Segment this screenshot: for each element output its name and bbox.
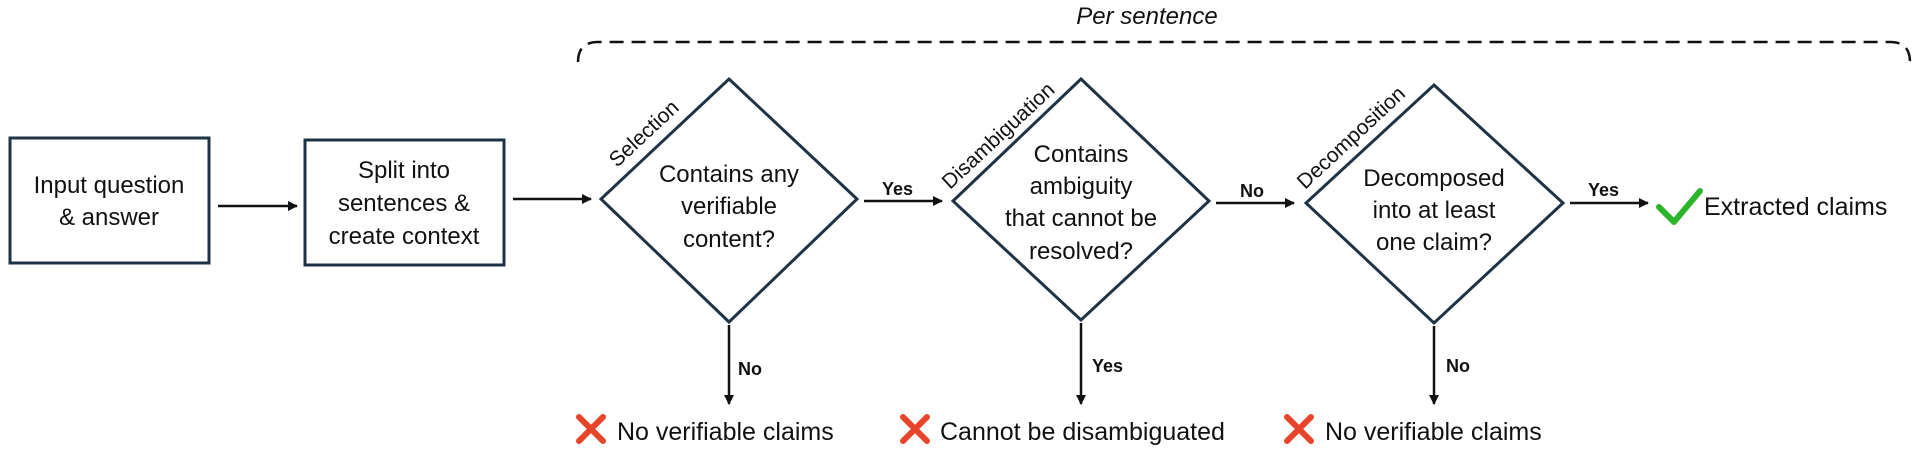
input-box-line-2: & answer xyxy=(59,204,159,231)
disambiguation-decision: Contains ambiguity that cannot be resolv… xyxy=(950,76,1212,323)
disambiguation-yes-label: Yes xyxy=(1092,356,1123,376)
selection-no-label: No xyxy=(738,359,762,379)
input-box: Input question & answer xyxy=(8,136,211,265)
disambiguation-question-line-1: Contains xyxy=(1034,141,1129,168)
selection-yes-label: Yes xyxy=(882,179,913,199)
disambiguation-fail-label: Cannot be disambiguated xyxy=(940,418,1225,446)
decomposition-yes-label: Yes xyxy=(1588,180,1619,200)
selection-decision: Contains any verifiable content? xyxy=(598,76,860,325)
decomposition-question-line-2: into at least xyxy=(1373,197,1496,224)
cross-icon xyxy=(1284,414,1314,444)
per-sentence-bracket xyxy=(576,40,1912,63)
decomposition-fail-label: No verifiable claims xyxy=(1325,418,1542,446)
selection-question-line-2: verifiable xyxy=(681,193,777,220)
split-box-line-3: create context xyxy=(329,223,480,250)
disambiguation-question-line-3: that cannot be xyxy=(1005,205,1157,232)
split-box-line-2: sentences & xyxy=(338,190,470,217)
decomposition-question-line-3: one claim? xyxy=(1376,229,1492,256)
split-box-line-1: Split into xyxy=(358,157,450,184)
decomposition-question-line-1: Decomposed xyxy=(1363,165,1504,192)
selection-question-line-1: Contains any xyxy=(659,161,799,188)
check-icon xyxy=(1656,188,1703,225)
cross-icon xyxy=(900,414,930,444)
cross-icon xyxy=(576,414,606,444)
selection-question-line-3: content? xyxy=(683,226,775,253)
decomposition-decision: Decomposed into at least one claim? xyxy=(1303,82,1566,326)
per-sentence-label: Per sentence xyxy=(1076,3,1217,30)
split-box: Split into sentences & create context xyxy=(303,138,506,267)
input-box-line-1: Input question xyxy=(34,172,185,199)
disambiguation-no-label: No xyxy=(1240,181,1264,201)
disambiguation-question-line-4: resolved? xyxy=(1029,238,1133,265)
extracted-claims-label: Extracted claims xyxy=(1704,193,1887,221)
selection-fail-label: No verifiable claims xyxy=(617,418,834,446)
decomposition-no-label: No xyxy=(1446,356,1470,376)
disambiguation-question-line-2: ambiguity xyxy=(1030,173,1133,200)
